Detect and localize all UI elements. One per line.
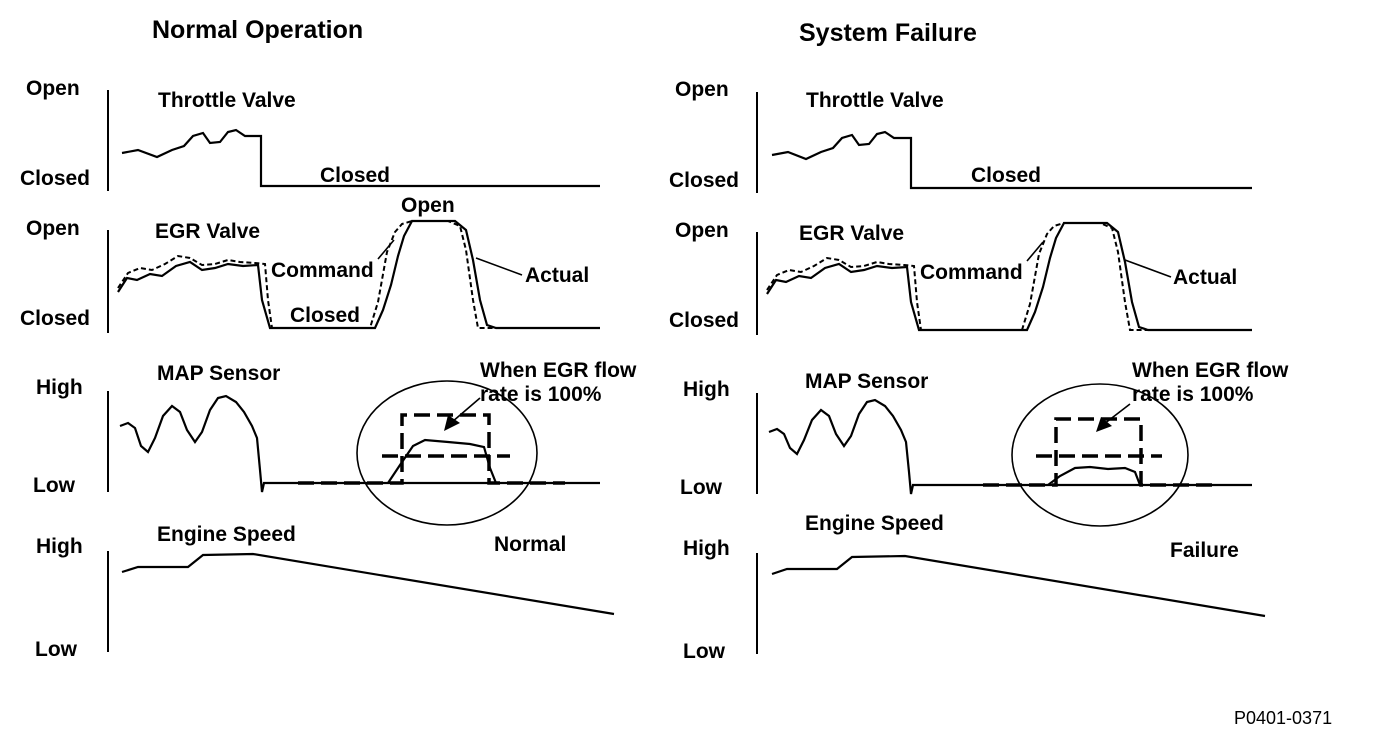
map-high-label: High: [36, 376, 83, 399]
map-note-line1: When EGR flow: [1132, 359, 1289, 382]
highlight-ellipse: [1011, 383, 1189, 527]
map-note-line2: rate is 100%: [480, 383, 602, 406]
egr-actual-label: Actual: [1173, 266, 1238, 289]
egr-valve-title: EGR Valve: [155, 220, 261, 243]
egr-command-label: Command: [920, 261, 1023, 284]
egr-open-label: Open: [675, 219, 729, 242]
map-note-line2: rate is 100%: [1132, 383, 1254, 406]
map-trace: [768, 398, 1252, 495]
throttle-open-label: Open: [26, 77, 80, 100]
engine-low-label: Low: [35, 638, 77, 661]
egr-flow-window-100: [983, 417, 1218, 487]
throttle-trace: [771, 130, 1252, 190]
throttle-trace: [121, 128, 600, 188]
map-low-label: Low: [33, 474, 75, 497]
egr-command-label: Command: [271, 259, 374, 282]
engine-speed-title: Engine Speed: [805, 512, 944, 535]
command-pointer: [377, 239, 395, 260]
throttle-closed-label: Closed: [20, 167, 91, 190]
egr-flow-window-100: [298, 413, 565, 485]
command-pointer: [1026, 241, 1044, 262]
result-failure-label: Failure: [1170, 539, 1239, 562]
map-sensor-title: MAP Sensor: [805, 370, 929, 393]
egr-open-state-label: Open: [401, 194, 455, 217]
actual-pointer: [1124, 259, 1172, 278]
map-note-line1: When EGR flow: [480, 359, 637, 382]
throttle-open-label: Open: [675, 78, 729, 101]
system-failure-plots: [756, 92, 1266, 654]
normal-operation-plots: [107, 90, 615, 652]
egr-closed-state-label: Closed: [290, 304, 361, 327]
engine-low-label: Low: [683, 640, 725, 663]
map-egr-response-trace: [387, 438, 498, 484]
result-normal-label: Normal: [494, 533, 567, 556]
engine-high-label: High: [36, 535, 83, 558]
engine-speed-trace: [771, 554, 1266, 618]
egr-open-label: Open: [26, 217, 80, 240]
throttle-valve-title: Throttle Valve: [158, 89, 296, 112]
note-arrow-shaft: [451, 397, 481, 423]
engine-speed-trace: [121, 552, 615, 616]
throttle-state-label: Closed: [320, 164, 391, 187]
actual-pointer: [475, 257, 523, 276]
map-low-label: Low: [680, 476, 722, 499]
egr-valve-title: EGR Valve: [799, 222, 905, 245]
note-arrow-shaft: [1103, 403, 1131, 425]
throttle-valve-title: Throttle Valve: [806, 89, 944, 112]
egr-command-trace: [117, 220, 600, 329]
system-failure-panel: System Failure Open Closed Throttle Valv…: [650, 0, 1338, 742]
map-high-label: High: [683, 378, 730, 401]
highlight-ellipse: [356, 380, 538, 526]
egr-actual-label: Actual: [525, 264, 590, 287]
egr-actual-trace: [766, 221, 1252, 332]
throttle-closed-label: Closed: [669, 169, 740, 192]
map-sensor-title: MAP Sensor: [157, 362, 281, 385]
engine-speed-title: Engine Speed: [157, 523, 296, 546]
note-arrow-head: [444, 415, 460, 431]
egr-actual-trace: [117, 219, 600, 330]
note-arrow-head: [1096, 417, 1112, 432]
map-egr-response-trace: [1047, 465, 1142, 486]
figure-id: P0401-0371: [1234, 708, 1333, 728]
engine-high-label: High: [683, 537, 730, 560]
panel-title: System Failure: [799, 19, 977, 47]
egr-closed-label: Closed: [669, 309, 740, 332]
throttle-state-label: Closed: [971, 164, 1042, 187]
panel-title: Normal Operation: [152, 16, 364, 44]
egr-closed-label: Closed: [20, 307, 91, 330]
egr-command-trace: [766, 222, 1252, 331]
normal-operation-panel: Normal Operation Open Closed Throttle Va…: [20, 16, 637, 661]
map-trace: [119, 394, 600, 493]
